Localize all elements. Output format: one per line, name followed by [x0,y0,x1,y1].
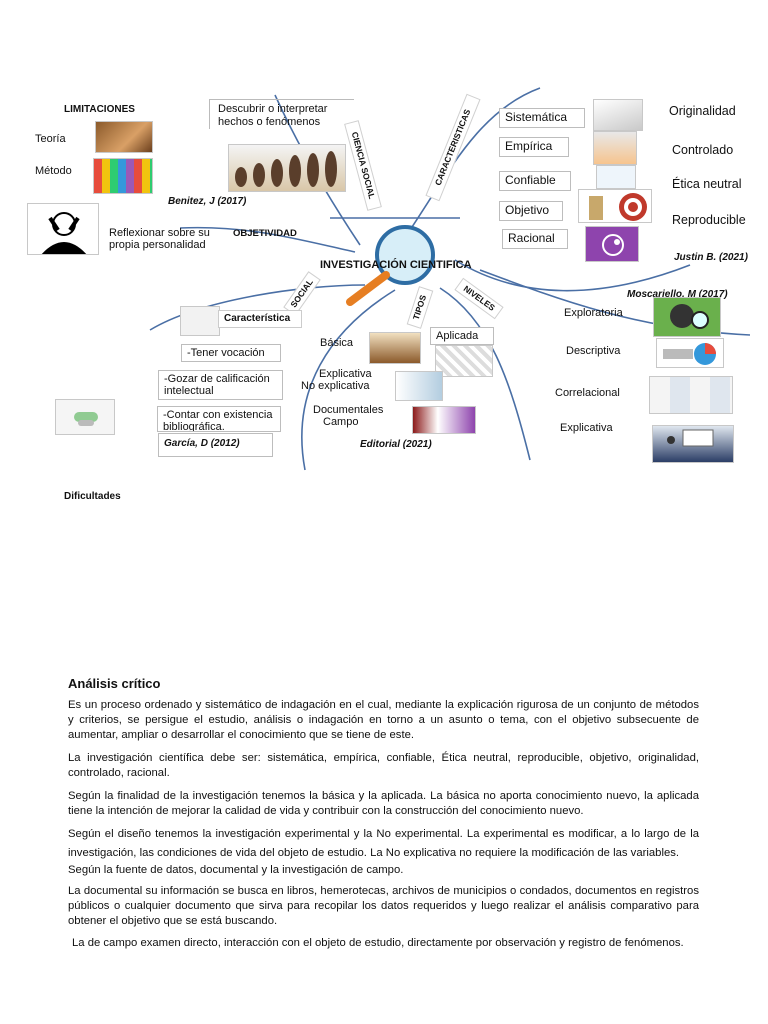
explicativa-level-image [652,425,734,463]
analysis-paragraph-5: Según la fuente de datos, documental y l… [68,863,699,878]
analysis-paragraph-3: Según la finalidad de la investigación t… [68,789,699,819]
tipo-campo: Campo [313,416,383,428]
caracteristica-empirica: Empírica [499,137,569,157]
social-item-calificacion: -Gozar de calificación intelectual [158,370,283,400]
limitaciones-item-teoria: Teoría [35,133,66,146]
objetividad-text: Reflexionar sobre su propia personalidad [109,227,210,251]
evolution-image [228,144,346,192]
magnifier-icon [377,227,433,283]
brain-icon [586,227,639,262]
brain-image [585,226,639,262]
objetividad-line-1: Reflexionar sobre su [109,227,210,239]
tipo-explicativa-group: Explicativa No explicativa [301,368,372,392]
ciencia-social-line-2: hechos o fenómenos [218,116,354,129]
analysis-title: Análisis crítico [68,676,160,691]
handshake-icon [56,400,115,435]
caracteristica-etica-neutral: Ética neutral [672,178,741,191]
tipo-explicativa: Explicativa [301,368,372,380]
analysis-paragraph-2: La investigación científica debe ser: si… [68,751,699,781]
caracteristica-confiable: Confiable [499,171,571,191]
presentation-icon [653,426,734,463]
tipo-no-explicativa: No explicativa [301,380,372,392]
social-title: Característica [218,310,302,328]
pie-chart-icon [657,339,724,368]
objetividad-title: OBJETIVIDAD [233,227,297,240]
ciencia-social-citation: Benitez, J (2017) [168,195,246,208]
correlacional-image [649,376,733,414]
nivel-exploratoria: Exploratoria [564,307,623,320]
limitaciones-item-metodo: Método [35,165,72,178]
social-icon-image [180,306,220,336]
analysis-paragraph-6: La documental su información se busca en… [68,884,699,929]
stressed-person-image [27,203,99,255]
nivel-correlacional: Correlacional [555,387,620,400]
analysis-paragraph-1: Es un proceso ordenado y sistemático de … [68,698,699,743]
caracteristica-originalidad: Originalidad [669,105,736,118]
social-item-vocacion: -Tener vocación [181,344,281,362]
people-image [93,158,153,194]
social-item-bibliografica: -Contar con existencia bibliográfica. [157,406,281,432]
tipo-documentales-group: Documentales Campo [313,404,383,428]
tipo-basica: Básica [320,337,353,350]
stressed-person-icon [28,204,99,255]
evolution-figures-icon [229,145,346,192]
social-citation: García, D (2012) [158,433,273,457]
exploratoria-image [653,297,721,337]
tipos-citation: Editorial (2021) [360,438,432,451]
target-image [578,189,652,223]
handshake-image [55,399,115,435]
dificultades-label: Dificultades [64,490,121,503]
center-title: INVESTIGACIÓN CIENTIFICA [320,259,472,272]
book-image [95,121,153,153]
aplicada-image [435,345,493,377]
doctor-image [593,131,637,165]
caracteristica-reproducible: Reproducible [672,214,746,227]
caracteristica-racional: Racional [502,229,568,249]
limitaciones-title: LIMITACIONES [64,103,135,116]
stairs-image [593,99,643,131]
descriptiva-image [656,338,724,368]
nivel-explicativa: Explicativa [560,422,613,435]
nivel-descriptiva: Descriptiva [566,345,620,358]
caracteristicas-citation: Justin B. (2021) [674,251,748,264]
caracteristica-sistematica: Sistemática [499,108,585,128]
basica-image [369,332,421,364]
explicativa-image [395,371,443,401]
caracteristica-controlado: Controlado [672,144,733,157]
analysis-paragraph-7: La de campo examen directo, interacción … [68,936,703,951]
caracteristica-objetivo: Objetivo [499,201,563,221]
detective-icon [654,298,721,337]
target-icon [579,190,652,223]
tipo-documentales: Documentales [313,404,383,416]
ciencia-social-text: Descubrir o interpretar hechos o fenómen… [209,99,354,129]
mind-map: INVESTIGACIÓN CIENTIFICA LIMITACIONES Te… [0,0,768,480]
analysis-paragraph-4: Según el diseño tenemos la investigación… [68,825,699,863]
documentales-image [412,406,476,434]
tipo-aplicada: Aplicada [430,327,494,345]
magnify-check-image [596,165,636,189]
objetividad-line-2: propia personalidad [109,239,210,251]
ciencia-social-line-1: Descubrir o interpretar [218,103,354,116]
